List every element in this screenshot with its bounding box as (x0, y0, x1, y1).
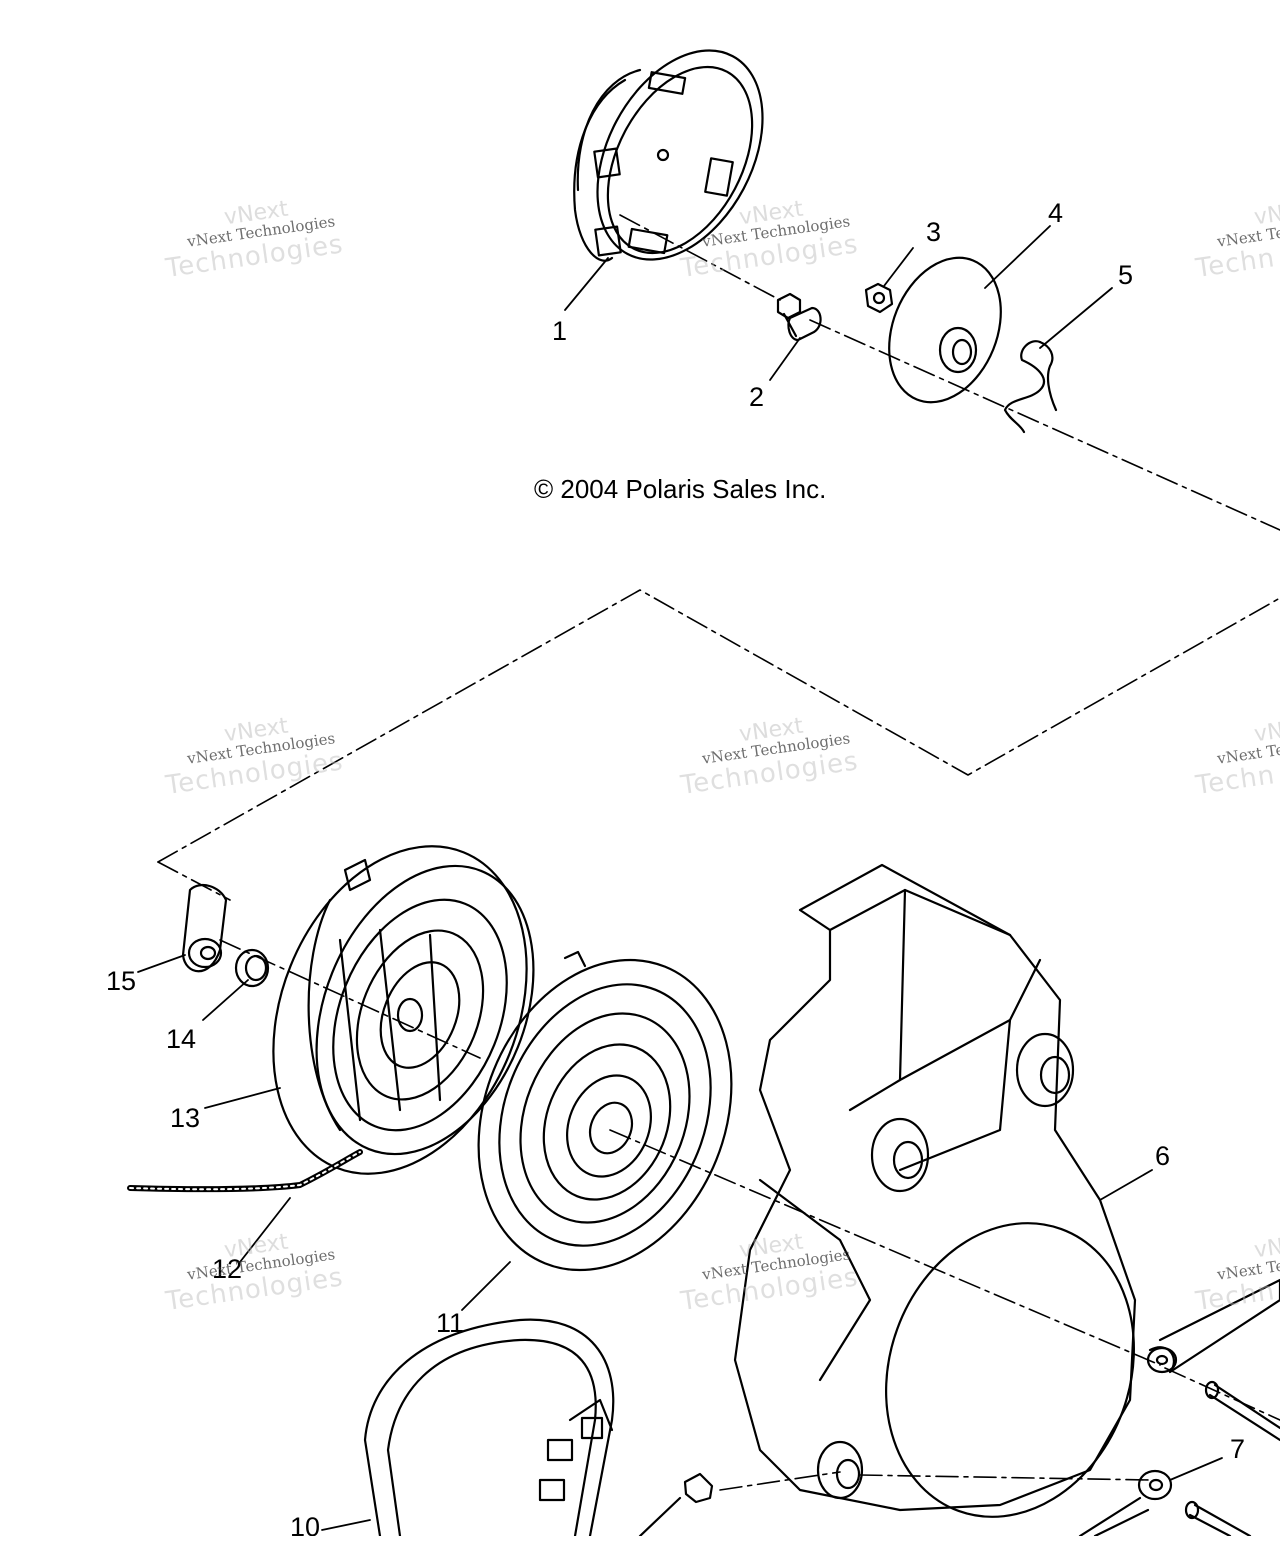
centerlines (157, 214, 1280, 1491)
part-6-housing (733, 863, 1137, 1518)
callout-15: 15 (106, 966, 136, 996)
part-10-handle (363, 1318, 615, 1538)
part-5-clip (1003, 340, 1058, 434)
callout-5: 5 (1118, 260, 1133, 290)
callout-2: 2 (749, 382, 764, 412)
callout-3: 3 (926, 217, 941, 247)
part-14-ring (234, 948, 270, 988)
part-3-nut (864, 282, 894, 314)
callout-7: 7 (1230, 1434, 1245, 1464)
callout-10: 10 (290, 1512, 320, 1536)
callout-14: 14 (166, 1024, 196, 1054)
callout-12: 12 (212, 1254, 242, 1284)
part-4-plate (888, 256, 1002, 404)
part-1-drum-cup (573, 49, 764, 262)
part-15-pawl (181, 883, 228, 973)
part-2-bolt (776, 292, 822, 342)
callout-6: 6 (1155, 1141, 1170, 1171)
callout-11: 11 (436, 1308, 464, 1338)
part-12-rope (127, 1149, 363, 1193)
callout-4: 4 (1048, 198, 1063, 228)
part-11-spring (477, 950, 733, 1272)
callout-13: 13 (170, 1103, 200, 1133)
copyright-notice: © 2004 Polaris Sales Inc. (534, 474, 827, 504)
callout-1: 1 (552, 316, 567, 346)
leader-lines (137, 225, 1223, 1531)
callout-labels: 1 2 3 4 5 6 7 10 11 12 13 14 15 (106, 198, 1245, 1541)
part-7-bolts (638, 1278, 1280, 1538)
